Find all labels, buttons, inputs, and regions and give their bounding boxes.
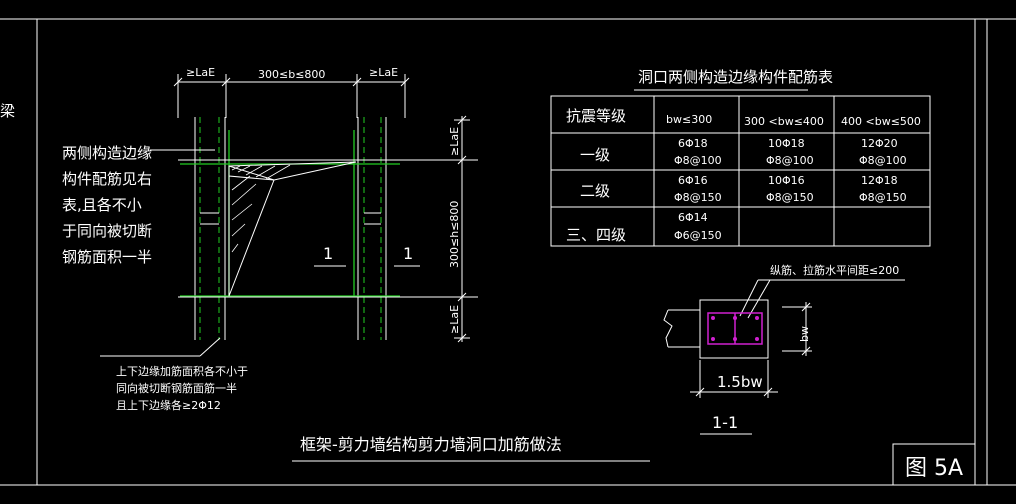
table-header-col2: 300 <bw≤400 [744, 115, 824, 128]
table-header-col3: 400 <bw≤500 [841, 115, 921, 128]
table-cell: Φ8@100 [674, 154, 722, 167]
dim-top-right: ≥LaE [369, 66, 398, 79]
table-cell: 12Φ20 [861, 137, 898, 150]
figure-label: 图 5A [905, 456, 963, 481]
right-dimensions [454, 115, 470, 343]
figure-label-box [892, 443, 976, 486]
table-cell: 10Φ18 [768, 137, 805, 150]
table-header-grade: 抗震等级 [566, 107, 626, 125]
table-cell: 6Φ14 [678, 211, 708, 224]
drawing-title: 框架-剪力墙结构剪力墙洞口加筋做法 [300, 435, 562, 454]
svg-text:同向被切断钢筋面筋一半: 同向被切断钢筋面筋一半 [116, 381, 237, 395]
svg-text:且上下边缘各≥2Φ12: 且上下边缘各≥2Φ12 [116, 398, 221, 412]
table-cell: Φ8@150 [674, 191, 722, 204]
table-title: 洞口两侧构造边缘构件配筋表 [638, 68, 833, 86]
section-1-1 [663, 279, 905, 435]
section-dim-width: 1.5bw [717, 373, 763, 391]
svg-text:两侧构造边缘: 两侧构造边缘 [62, 144, 152, 162]
top-dimensions [173, 74, 410, 118]
wall-elevation: 1 1 [178, 117, 478, 340]
left-note: 两侧构造边缘 构件配筋见右 表,且各不小 于同向被切断 钢筋面积一半 [62, 144, 215, 266]
svg-text:上下边缘加筋面积各不小于: 上下边缘加筋面积各不小于 [116, 364, 248, 378]
section-label: 1-1 [712, 413, 738, 432]
svg-text:构件配筋见右: 构件配筋见右 [62, 170, 152, 188]
table-cell: 6Φ18 [678, 137, 708, 150]
dim-top-left: ≥LaE [186, 66, 215, 79]
table-row-grade: 一级 [580, 146, 610, 164]
table-row-grade: 二级 [580, 182, 610, 200]
border-fragment-text: 梁 [0, 102, 15, 120]
table-cell: 10Φ16 [768, 174, 805, 187]
svg-text:表,且各不小: 表,且各不小 [62, 196, 142, 214]
table-header-col1: bw≤300 [666, 113, 712, 126]
section-mark-left: 1 [323, 244, 333, 263]
table-cell: 12Φ18 [861, 174, 898, 187]
table-row-grade: 三、四级 [566, 226, 626, 244]
dim-right-mid: 300≤h≤800 [448, 201, 461, 268]
dim-right-top: ≥LaE [448, 127, 461, 156]
bottom-note: 上下边缘加筋面积各不小于 同向被切断钢筋面筋一半 且上下边缘各≥2Φ12 [100, 337, 248, 412]
table-cell: Φ8@100 [859, 154, 907, 167]
section-dim-height: bw [798, 326, 811, 342]
rebar-table [550, 95, 931, 247]
svg-text:于同向被切断: 于同向被切断 [62, 222, 152, 240]
dim-top-mid: 300≤b≤800 [258, 68, 325, 81]
table-cell: Φ8@150 [766, 191, 814, 204]
dim-right-bottom: ≥LaE [448, 305, 461, 334]
section-note: 纵筋、拉筋水平间距≤200 [770, 263, 899, 277]
svg-text:钢筋面积一半: 钢筋面积一半 [62, 248, 152, 266]
table-cell: Φ8@100 [766, 154, 814, 167]
table-cell: Φ6@150 [674, 229, 722, 242]
table-cell: 6Φ16 [678, 174, 708, 187]
section-mark-right: 1 [403, 244, 413, 263]
table-cell: Φ8@150 [859, 191, 907, 204]
opening-outline [224, 159, 359, 298]
